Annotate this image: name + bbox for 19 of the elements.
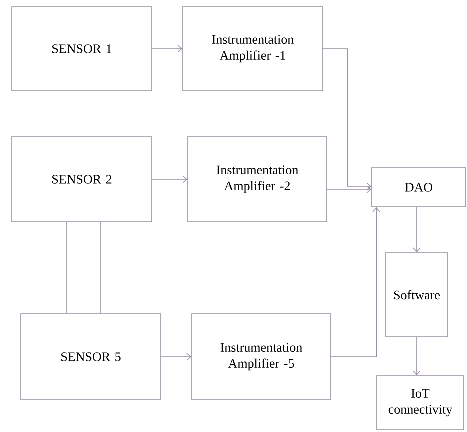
process-box: Software [386,252,448,338]
amplifier-box: Instrumentation Amplifier -2 [188,136,328,222]
connector-line [66,222,68,314]
arrow [152,176,188,184]
arrow [327,186,372,194]
amplifier-box: Instrumentation Amplifier -5 [192,314,332,400]
process-box: IoT connectivity [376,376,464,430]
sensor-box: SENSOR 2 [12,136,152,222]
sensor-box: SENSOR 5 [20,314,162,400]
amplifier-box: Instrumentation Amplifier -1 [182,6,324,92]
process-box: DAO [372,168,466,208]
arrow [152,45,183,53]
arrow [413,337,421,376]
arrow [413,207,421,253]
sensor-box: SENSOR 1 [12,6,152,92]
connector-line [100,222,102,314]
arrow [323,48,372,190]
arrow [331,207,380,358]
arrow [161,353,192,361]
